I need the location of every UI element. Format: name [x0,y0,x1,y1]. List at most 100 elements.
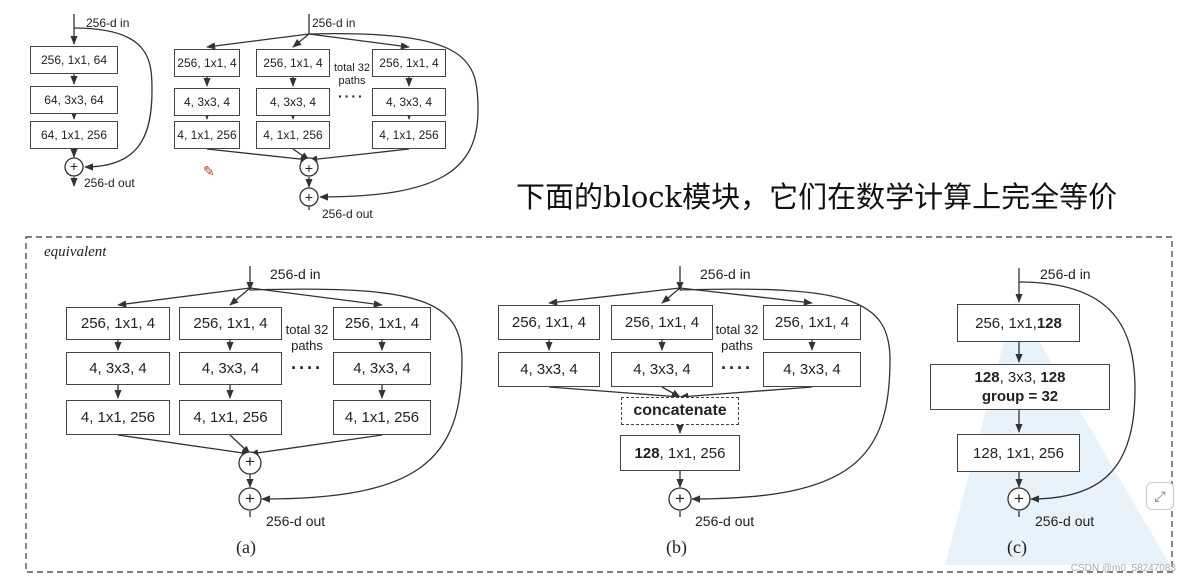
side-widget-icon[interactable]: ⤢ [1146,482,1174,510]
panel-a-dots: ···· [291,358,323,378]
b-merge-2 [679,386,813,401]
b-fan-2 [679,287,813,306]
panel-c-out-label: 256-d out [1035,513,1095,529]
top-left-box-2: 64, 3x3, 64 [30,86,118,114]
panel-c-box-2-line2: group = 32 [981,388,1059,405]
csdn-watermark: CSDN @m0_58247083 [1070,563,1176,574]
b-fan-0 [548,287,681,306]
a-fan-2 [249,287,383,308]
panel-a-p1-box-1: 256, 1x1, 4 [66,307,170,340]
top-right-add-symbol-1: + [304,160,314,176]
a-add-circle-2 [238,487,262,511]
a-merge-0 [117,434,251,457]
panel-b-final-box: 128, 1x1, 256 [620,435,740,471]
b-merge-1 [661,386,681,398]
top-right-p3-box-1: 256, 1x1, 4 [372,49,446,77]
top-right-p1-box-3: 4, 1x1, 256 [174,121,240,149]
tl-skip [73,27,153,171]
top-right-paths-note: total 32 paths [332,62,372,88]
tr-add-circle-1 [299,157,319,177]
panel-b-p1-box-1: 256, 1x1, 4 [498,305,600,340]
a-skip [249,288,463,503]
top-right-p1-box-2: 4, 3x3, 4 [174,88,240,116]
a-merge-1 [229,434,251,455]
top-right-in-label: 256-d in [312,16,356,30]
c-skip [1018,281,1136,503]
tr-merge-2 [308,148,410,163]
panel-b-p1-box-2: 4, 3x3, 4 [498,352,600,387]
panel-a-p2-box-2: 4, 3x3, 4 [179,352,282,385]
panel-a-p1-box-3: 4, 1x1, 256 [66,400,170,435]
top-left-out-label: 256-d out [84,176,135,190]
tr-merge-0 [206,148,310,163]
panel-a-p2-box-1: 256, 1x1, 4 [179,307,282,340]
a-add-circle-1 [238,451,262,475]
panel-a-paths-note-line1: total 32 [285,322,329,337]
b-merge-0 [548,386,681,401]
equivalent-frame [25,236,1173,573]
panel-b-p2-box-1: 256, 1x1, 4 [611,305,713,340]
panel-b-concatenate-box: concatenate [621,397,739,425]
pencil-icon: ✎ [203,163,215,179]
panel-b-paths-note: total 32 paths [712,322,762,354]
panel-c-box-2: 128, 3x3, 128 group = 32 [930,364,1110,410]
c-add-circle [1007,487,1031,511]
panel-a-p3-box-3: 4, 1x1, 256 [333,400,431,435]
panel-b-p3-box-1: 256, 1x1, 4 [763,305,861,340]
tr-fan-1 [292,33,310,48]
panel-b-p2-box-2: 4, 3x3, 4 [611,352,713,387]
panel-c-box-1-bold: 128 [1036,314,1062,332]
top-left-box-1: 256, 1x1, 64 [30,46,118,74]
top-right-p3-box-2: 4, 3x3, 4 [372,88,446,116]
b-add-circle [668,487,692,511]
panel-a-p2-box-3: 4, 1x1, 256 [179,400,282,435]
panel-a-p3-box-1: 256, 1x1, 4 [333,307,431,340]
tl-add-circle [64,157,84,177]
top-right-p3-box-3: 4, 1x1, 256 [372,121,446,149]
panel-b-final-box-rest: , 1x1, 256 [659,444,726,462]
a-merge-2 [249,434,383,457]
top-right-p2-box-1: 256, 1x1, 4 [256,49,330,77]
a-fan-1 [229,287,251,306]
panel-c-box-1: 256, 1x1, 128 [957,304,1080,342]
panel-a-paths-note-line2: paths [291,338,323,353]
panel-c-box-2-bold-b: 128 [1040,369,1066,386]
top-right-paths-note-line1: total 32 [333,62,371,74]
panel-c-box-2-plain: , 3x3, [999,369,1041,386]
top-left-add-symbol: + [69,158,79,174]
tr-fan-0 [206,33,310,50]
panel-b-caption: (b) [666,537,687,557]
top-right-p1-box-1: 256, 1x1, 4 [174,49,240,77]
panel-b-add-symbol: + [675,489,685,508]
a-fan-0 [117,287,251,308]
panel-b-in-label: 256-d in [700,266,751,282]
panel-a-paths-note: total 32 paths [282,322,332,354]
panel-c-add-symbol: + [1014,489,1024,508]
panel-b-paths-note-line1: total 32 [715,322,759,337]
panel-b-dots: ···· [721,358,753,378]
b-fan-1 [661,287,681,304]
tr-skip [308,32,479,201]
b-skip [679,288,891,503]
panel-b-final-box-bold: 128 [634,444,660,462]
top-right-out-label: 256-d out [322,207,373,221]
panel-a-p1-box-2: 4, 3x3, 4 [66,352,170,385]
panel-a-in-label: 256-d in [270,266,321,282]
top-right-p2-box-3: 4, 1x1, 256 [256,121,330,149]
panel-a-add-symbol-1: + [245,452,255,471]
top-right-p2-box-2: 4, 3x3, 4 [256,88,330,116]
panel-b-p3-box-2: 4, 3x3, 4 [763,352,861,387]
panel-b-paths-note-line2: paths [721,338,753,353]
top-right-paths-note-line2: paths [338,75,366,87]
panel-a-p3-box-2: 4, 3x3, 4 [333,352,431,385]
page-heading: 下面的block模块，它们在数学计算上完全等价 [516,180,1118,214]
equivalent-label: equivalent [44,244,107,260]
panel-c-in-label: 256-d in [1040,266,1091,282]
panel-a-add-symbol-2: + [245,489,255,508]
panel-c-box-2-bold-a: 128 [974,369,1000,386]
top-right-dots: ···· [338,88,365,104]
tr-add-circle-2 [299,187,319,207]
top-left-box-3: 64, 1x1, 256 [30,121,118,149]
